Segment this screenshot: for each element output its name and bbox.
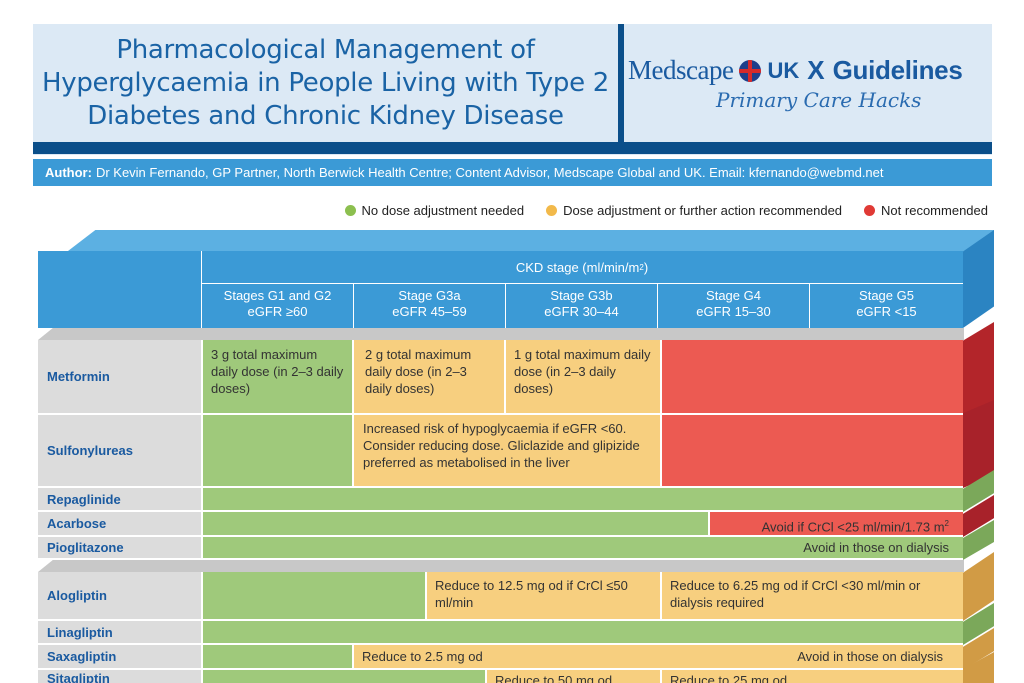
logo-x: X	[807, 55, 825, 85]
cell-repaglinide-all	[201, 488, 963, 512]
legend: No dose adjustment needed Dose adjustmen…	[344, 203, 988, 218]
stage-header-g4: Stage G4 eGFR 15–30	[657, 284, 809, 328]
header-band	[33, 24, 992, 155]
section-top-face	[38, 328, 964, 340]
title-underline	[33, 142, 992, 154]
table-row-saxagliptin: Saxagliptin Reduce to 2.5 mg od Avoid in…	[38, 645, 963, 670]
stage-egfr: eGFR 15–30	[696, 304, 771, 319]
drug-name: Sulfonylureas	[38, 415, 201, 488]
cell-saxagliptin-green	[201, 645, 352, 670]
drug-name: Saxagliptin	[38, 645, 201, 670]
stage-name: Stage G4	[706, 288, 761, 303]
stage-egfr: eGFR <15	[856, 304, 917, 319]
page-title: Pharmacological Management of Hyperglyca…	[42, 34, 609, 131]
legend-label: Not recommended	[881, 203, 988, 218]
drug-name: Alogliptin	[38, 572, 201, 621]
cell-sitagliptin-late: Reduce to 25 mg od	[660, 670, 963, 683]
drug-name: Metformin	[38, 340, 201, 415]
table-row-sulfonylureas: Sulfonylureas Increased risk of hypoglyc…	[38, 415, 963, 488]
stage-name: Stage G5	[859, 288, 914, 303]
drug-name: Acarbose	[38, 512, 201, 537]
saxagliptin-left-text: Reduce to 2.5 mg od	[362, 649, 483, 664]
stage-name: Stages G1 and G2	[223, 288, 332, 303]
title-box: Pharmacological Management of Hyperglyca…	[33, 24, 618, 142]
drug-name: Linagliptin	[38, 621, 201, 645]
table-header-corner	[38, 251, 201, 328]
logo-area: Medscape UK X Guidelines Primary Care Ha…	[628, 55, 988, 135]
stage-egfr: eGFR ≥60	[247, 304, 308, 319]
legend-item-green: No dose adjustment needed	[344, 203, 525, 218]
cell-sulfonylureas-g1g2	[201, 415, 352, 488]
stage-header-g3b: Stage G3b eGFR 30–44	[505, 284, 657, 328]
cell-acarbose-green	[201, 512, 708, 537]
saxagliptin-right-text: Avoid in those on dialysis	[797, 649, 943, 664]
ckd-title-text: CKD stage (ml/min/m	[515, 259, 640, 275]
drug-name: Pioglitazone	[38, 537, 201, 560]
table-row-acarbose: Acarbose Avoid if CrCl <25 ml/min/1.73 m…	[38, 512, 963, 537]
legend-label: Dose adjustment or further action recomm…	[563, 203, 843, 218]
table-row-repaglinide: Repaglinide	[38, 488, 963, 512]
cell-linagliptin-all	[201, 621, 963, 645]
author-text: Dr Kevin Fernando, GP Partner, North Ber…	[95, 165, 884, 180]
stage-header-g1g2: Stages G1 and G2 eGFR ≥60	[201, 284, 353, 328]
cell-metformin-g3a: 2 g total maximum daily dose (in 2–3 dai…	[352, 340, 504, 415]
table-row-sitagliptin: Sitagliptin Reduce to 50 mg od Reduce to…	[38, 670, 963, 683]
table-row-alogliptin: Alogliptin Reduce to 12.5 mg od if CrCl …	[38, 572, 963, 621]
cell-alogliptin-green	[201, 572, 425, 621]
author-bar: Author: Dr Kevin Fernando, GP Partner, N…	[33, 159, 992, 186]
table-header-top-face	[66, 230, 994, 252]
cell-alogliptin-late: Reduce to 6.25 mg od if CrCl <30 ml/min …	[660, 572, 963, 621]
table-row-metformin: Metformin 3 g total maximum daily dose (…	[38, 340, 963, 415]
acarbose-note-text: Avoid if CrCl <25 ml/min/1.73 m	[761, 519, 945, 535]
table-row-linagliptin: Linagliptin	[38, 621, 963, 645]
stage-egfr: eGFR 30–44	[544, 304, 619, 319]
cell-metformin-g3b: 1 g total maximum daily dose (in 2–3 dai…	[504, 340, 660, 415]
cell-pioglitazone-note: Avoid in those on dialysis	[201, 537, 963, 560]
medscape-logo: Medscape	[628, 55, 734, 85]
table-header	[201, 251, 963, 328]
uk-flag-icon	[739, 59, 762, 82]
ckd-title-end: )	[643, 259, 649, 275]
red-dot-icon	[864, 205, 876, 216]
legend-item-red: Not recommended	[864, 203, 988, 218]
cell-alogliptin-mid: Reduce to 12.5 mg od if CrCl ≤50 ml/min	[425, 572, 660, 621]
logo-line: Medscape UK X Guidelines	[628, 55, 988, 86]
stage-egfr: eGFR 45–59	[392, 304, 467, 319]
logo-tagline: Primary Care Hacks	[716, 88, 922, 112]
drug-name: Sitagliptin	[38, 670, 201, 683]
cell-sitagliptin-green	[201, 670, 485, 683]
cell-sitagliptin-mid: Reduce to 50 mg od	[485, 670, 660, 683]
acarbose-note-sup: 2	[944, 519, 949, 528]
cell-sulfonylureas-g3: Increased risk of hypoglycaemia if eGFR …	[352, 415, 660, 488]
author-label: Author:	[45, 165, 92, 180]
cell-metformin-g4g5	[660, 340, 963, 415]
title-separator	[618, 24, 624, 142]
cell-metformin-g1g2: 3 g total maximum daily dose (in 2–3 dai…	[201, 340, 352, 415]
stage-header-g3a: Stage G3a eGFR 45–59	[353, 284, 505, 328]
cell-sulfonylureas-g4g5	[660, 415, 963, 488]
ckd-title-sup: 2	[639, 262, 644, 272]
stage-name: Stage G3b	[550, 288, 613, 303]
cell-saxagliptin-amber: Reduce to 2.5 mg od Avoid in those on di…	[352, 645, 963, 670]
section-top-face	[38, 560, 964, 572]
cell-acarbose-note: Avoid if CrCl <25 ml/min/1.73 m2	[708, 512, 963, 537]
green-dot-icon	[344, 205, 356, 216]
guidelines-logo: Guidelines	[832, 55, 963, 85]
logo-uk: UK	[767, 57, 800, 83]
row-side-face	[963, 322, 994, 415]
legend-item-amber: Dose adjustment or further action recomm…	[546, 203, 842, 218]
stage-header-g5: Stage G5 eGFR <15	[809, 284, 963, 328]
amber-dot-icon	[546, 205, 558, 216]
stage-name: Stage G3a	[398, 288, 461, 303]
drug-name: Repaglinide	[38, 488, 201, 512]
legend-label: No dose adjustment needed	[361, 203, 525, 218]
table-row-pioglitazone: Pioglitazone Avoid in those on dialysis	[38, 537, 963, 560]
